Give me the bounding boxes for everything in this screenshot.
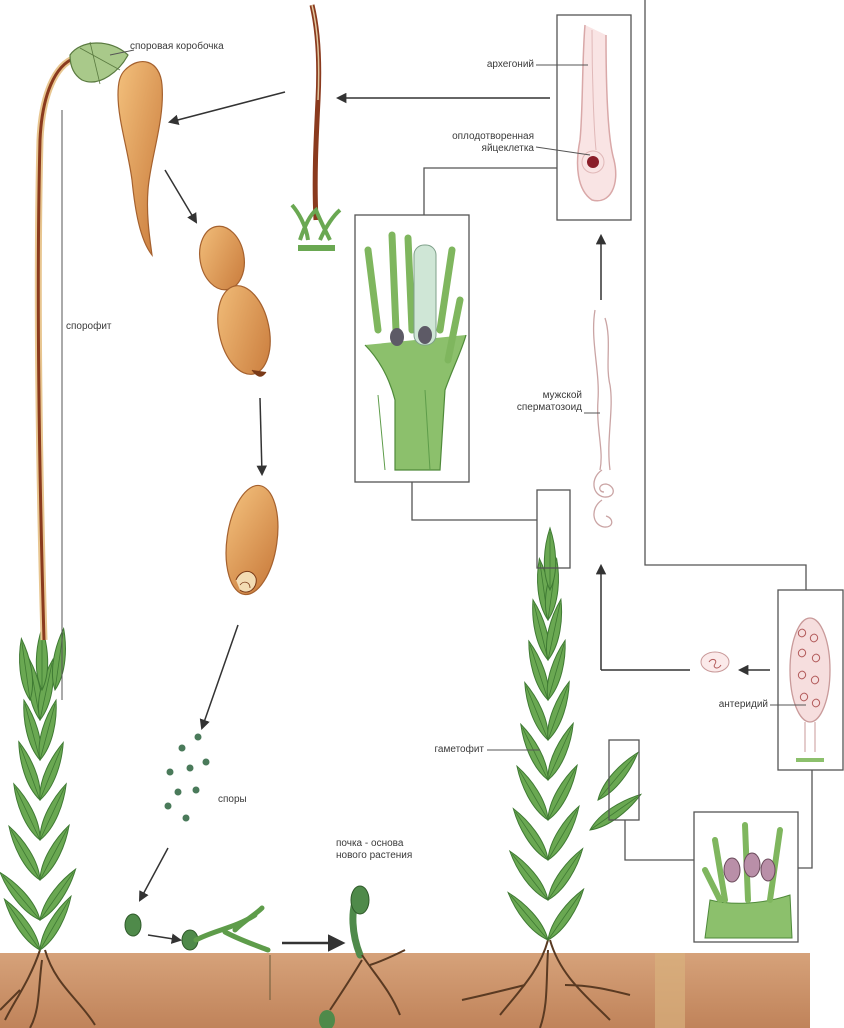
antheridia-inset xyxy=(694,812,798,942)
archegonia-inset xyxy=(355,215,469,482)
label-male-gamete-line2: сперматозоид xyxy=(494,402,582,413)
antheridium-inset xyxy=(778,590,843,770)
label-fertilized-egg-line2: яйцеклетка xyxy=(434,143,534,154)
label-archegonium: архегоний xyxy=(454,59,534,70)
capsule-sequence xyxy=(195,223,285,598)
label-male-gamete-line1: мужской xyxy=(494,390,582,401)
soil-strip xyxy=(0,953,810,1028)
young-sporophyte xyxy=(292,5,340,248)
label-antheridium: антеридий xyxy=(688,699,768,710)
label-sporophyte: спорофит xyxy=(66,321,112,332)
label-spores: споры xyxy=(218,794,247,805)
label-gametophyte: гаметофит xyxy=(404,744,484,755)
sperm-illustration xyxy=(594,310,614,527)
spore-capsule xyxy=(118,62,162,255)
label-bud-line1: почка - основа xyxy=(336,838,403,849)
spores-dots xyxy=(165,734,210,822)
label-fertilized-egg-line1: оплодотворенная xyxy=(434,131,534,142)
sporophyte-plant xyxy=(0,42,128,1028)
archegonium-detail-inset xyxy=(557,15,631,220)
released-sperm xyxy=(701,652,729,672)
label-sporangium: споровая коробочка xyxy=(130,41,224,52)
label-bud-line2: нового растения xyxy=(336,850,412,861)
